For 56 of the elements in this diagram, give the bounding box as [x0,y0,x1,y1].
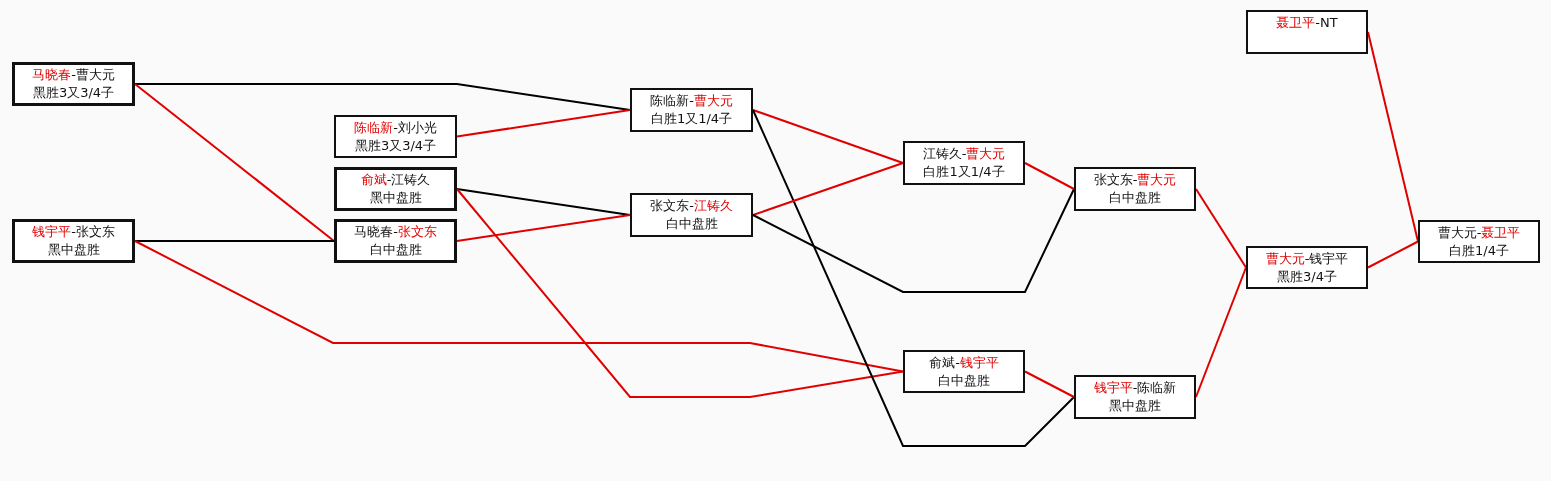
connector-line [134,240,904,373]
match-result: 白中盘胜 [938,371,990,390]
match-players: 曹大元-聂卫平 [1437,223,1521,242]
connector-line [456,188,904,398]
match-players: 曹大元-钱宇平 [1265,249,1349,268]
match-result: 白胜1/4子 [1449,241,1509,260]
match-players: 马晓春-张文东 [354,223,437,241]
match-result: 白中盘胜 [1109,189,1161,207]
match-result: 黑胜3又3/4子 [354,136,437,155]
match-box [1418,220,1540,263]
match-players: 张文东-曹大元 [1093,171,1177,189]
connector-line [1024,370,1075,398]
match-result: 黑中盘胜 [1109,397,1161,415]
match-result: 黑胜3又3/4子 [32,84,115,102]
match-players: 张文东-江铸久 [650,197,733,215]
connector-line [1024,162,1075,190]
match-result: 白胜1又1/4子 [923,163,1005,181]
connector-line [1195,266,1247,398]
connector-line [752,188,1075,293]
connector-line [752,109,904,164]
connector-line [134,83,335,242]
match-players: 钱宇平-张文东 [32,223,115,241]
match-result: 黑胜3/4子 [1277,267,1337,286]
match-box [630,193,753,237]
match-box [334,115,457,158]
match-result: 白中盘胜 [369,241,422,259]
match-players: 俞斌-江铸久 [360,171,431,189]
match-box [12,219,135,263]
match-box [903,350,1025,393]
match-players: 陈临新-刘小光 [354,118,437,137]
match-players: 马晓春-曹大元 [32,66,115,84]
match-result: 黑中盘胜 [47,241,100,259]
match-box [903,141,1025,185]
connector-line [1195,188,1247,269]
match-result: 黑中盘胜 [369,189,422,207]
match-box [1246,246,1368,289]
connector-line [456,109,631,138]
match-box [334,167,457,211]
match-players: 江铸久-曹大元 [922,145,1006,163]
match-players: 俞斌-钱宇平 [929,353,999,372]
match-players: 聂卫平-NT [1276,14,1338,32]
connector-line [456,214,631,242]
match-box [1074,167,1196,211]
match-players: 钱宇平-陈临新 [1093,379,1177,397]
match-box [1246,10,1368,54]
match-players: 陈临新-曹大元 [650,92,733,110]
connector-line [134,240,335,242]
connector-line [752,109,1075,447]
match-result: 白中盘胜 [665,215,718,233]
match-box [12,62,135,106]
match-result: 白胜1又1/4子 [650,110,733,128]
match-box [1074,375,1196,419]
match-box [334,219,457,263]
match-box [630,88,753,132]
connector-line [1367,240,1419,269]
connector-line [752,162,904,216]
